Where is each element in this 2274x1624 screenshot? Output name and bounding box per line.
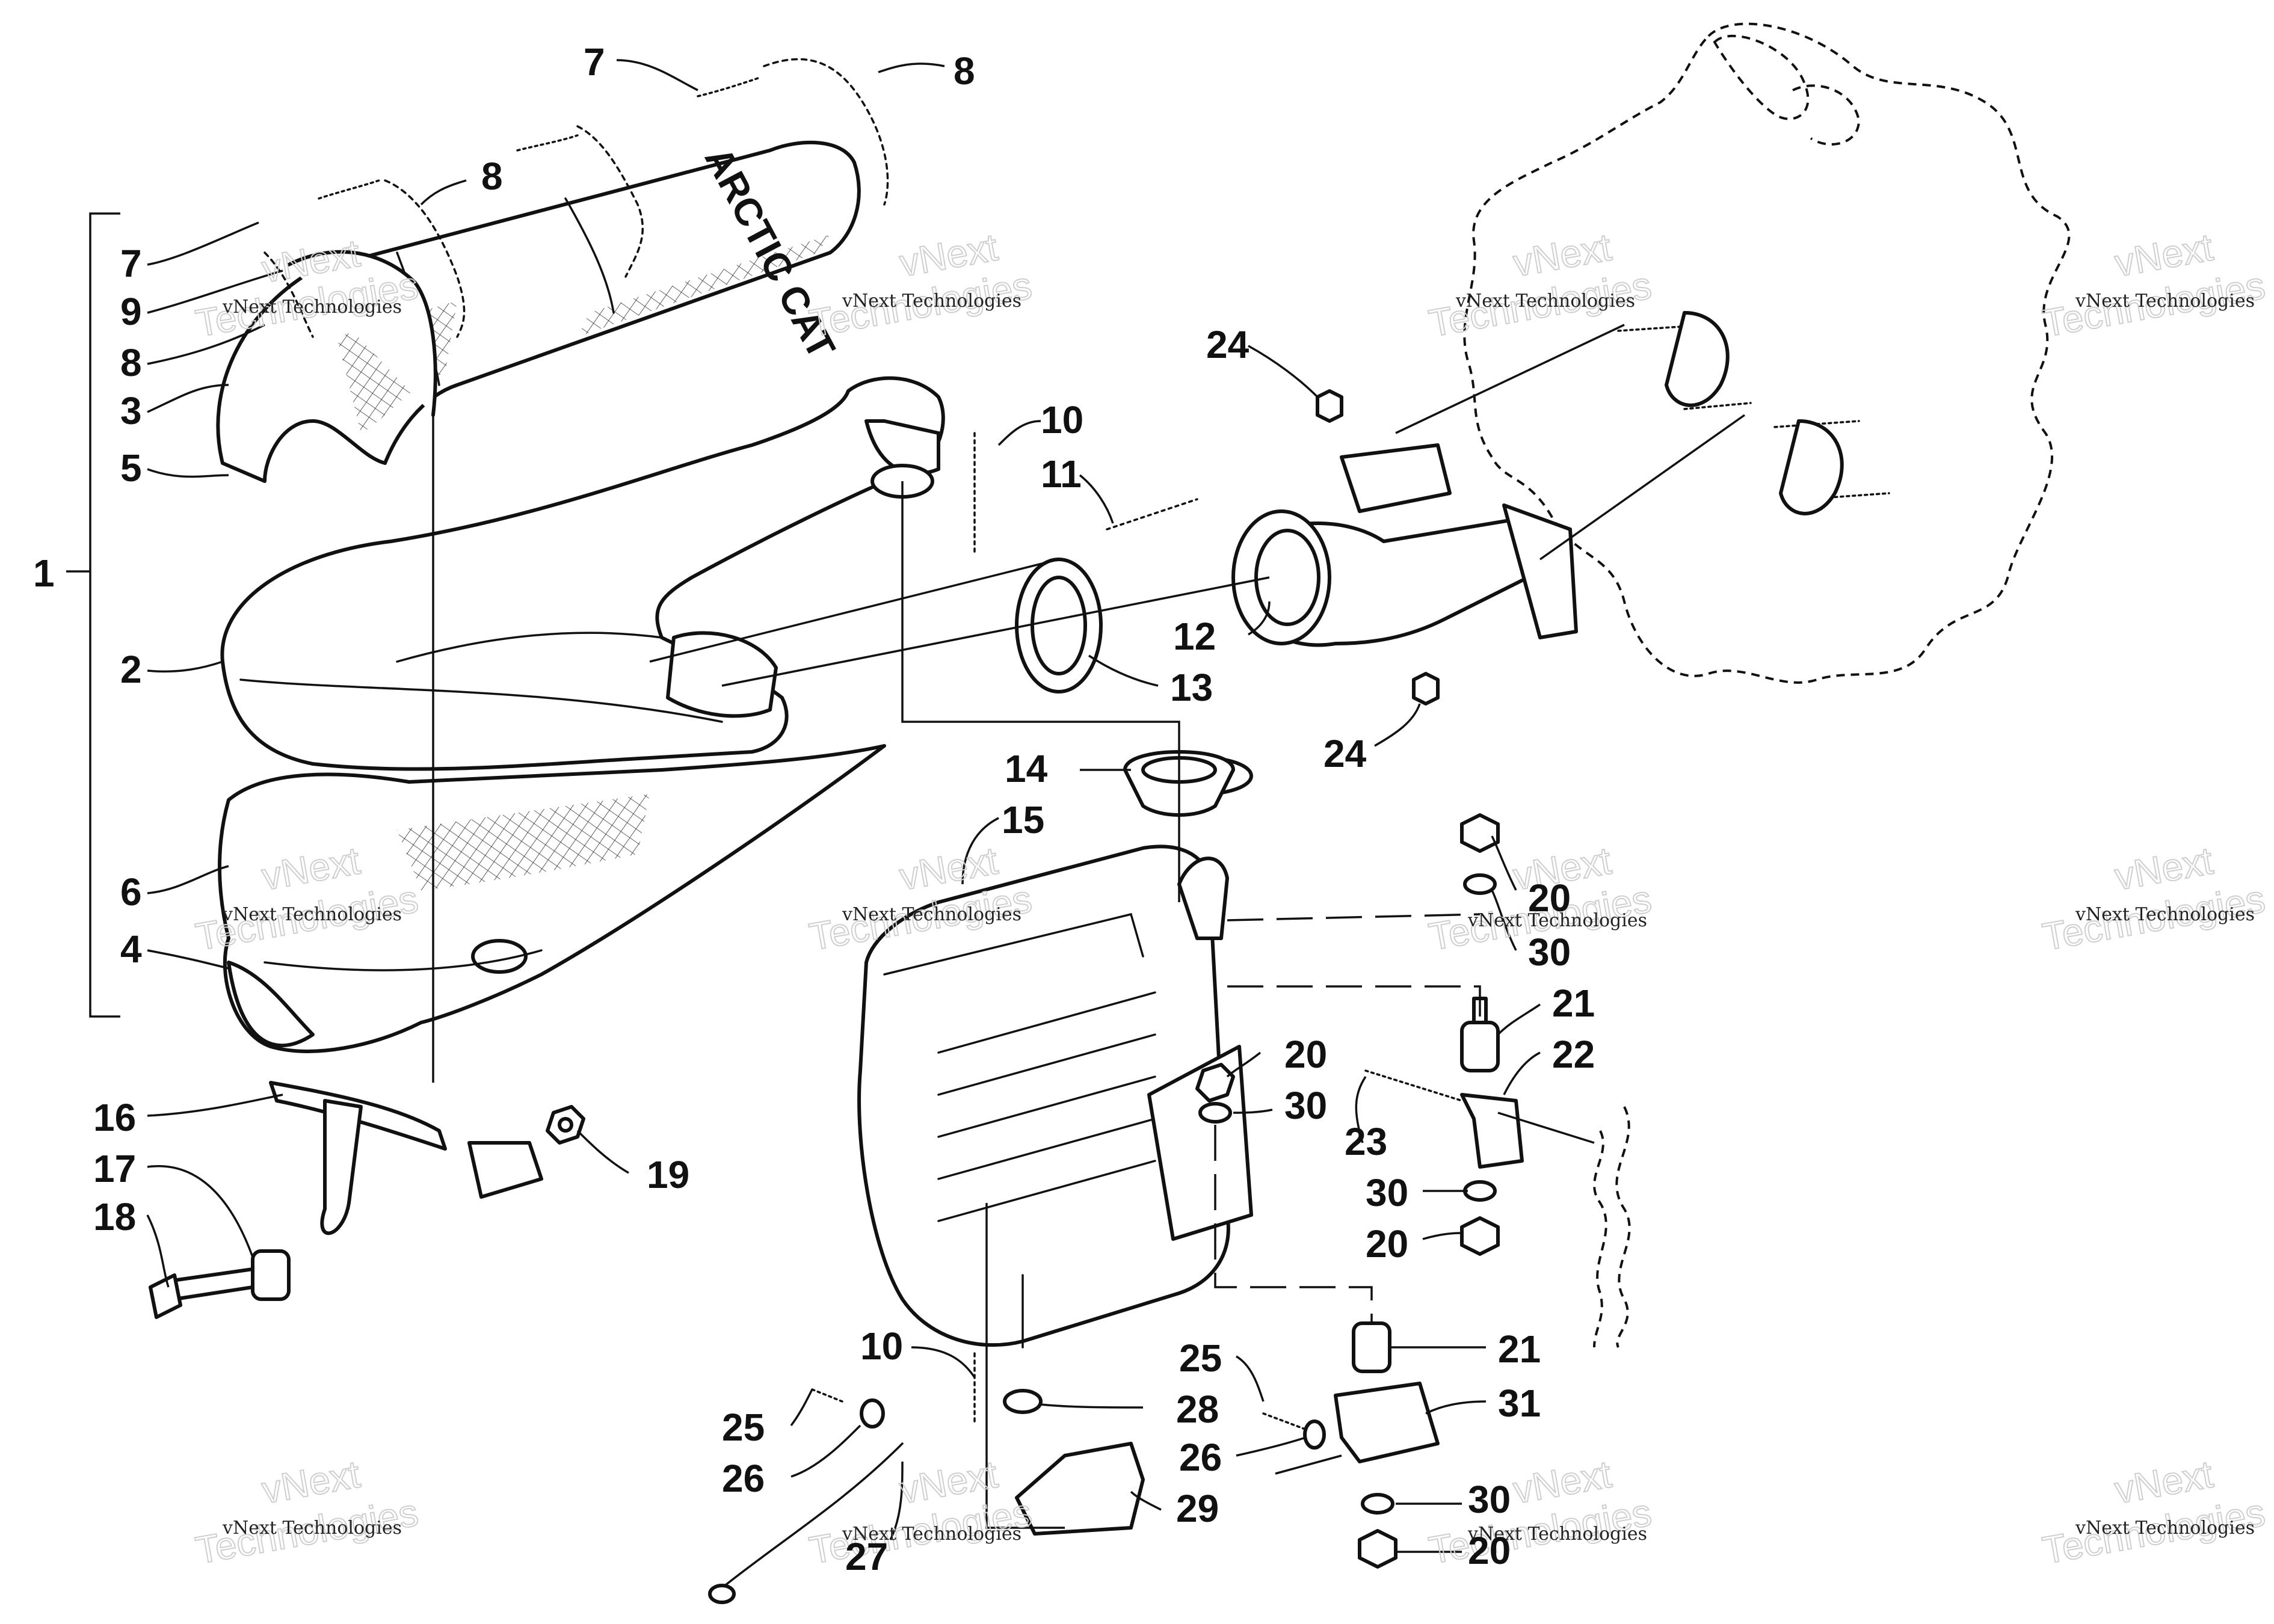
callout-24-upper: 24 (1206, 323, 1249, 366)
svg-text:vNext Technologies: vNext Technologies (1467, 1524, 1647, 1545)
callout-17: 17 (93, 1147, 136, 1190)
callout-20-c: 20 (1366, 1222, 1408, 1266)
callout-6: 6 (120, 870, 142, 914)
svg-text:vNext Technologies: vNext Technologies (222, 1518, 402, 1539)
exhaust-manifold-12 (1231, 443, 1578, 647)
callout-8-upper: 8 (954, 49, 975, 93)
svg-text:vNext Technologies: vNext Technologies (222, 297, 402, 318)
callout-18: 18 (93, 1195, 136, 1238)
manifold-studs (1617, 311, 1890, 515)
callout-9: 9 (120, 290, 142, 333)
mount-bracket-16 (269, 1081, 543, 1235)
expansion-chamber (220, 376, 945, 771)
callout-16: 16 (93, 1096, 136, 1139)
frame-phantom-outline (1593, 1106, 1631, 1348)
callout-4: 4 (120, 927, 142, 971)
callout-20-d: 20 (1468, 1529, 1511, 1572)
callout-30-c: 30 (1366, 1171, 1408, 1214)
callout-28: 28 (1176, 1388, 1219, 1431)
callout-2: 2 (120, 648, 142, 691)
callout-10-lower: 10 (860, 1324, 903, 1368)
callout-21-a: 21 (1552, 982, 1595, 1025)
callout-13: 13 (1170, 666, 1213, 709)
callout-3: 3 (120, 389, 142, 432)
callout-15: 15 (1002, 798, 1044, 841)
callout-22: 22 (1552, 1033, 1595, 1076)
callout-26-right: 26 (1179, 1436, 1222, 1479)
assembly-lines (432, 324, 1746, 1529)
callout-8-middle: 8 (481, 155, 503, 198)
callout-8-left: 8 (120, 341, 142, 384)
svg-text:vNext Technologies: vNext Technologies (842, 1524, 1021, 1545)
callout-7-left: 7 (120, 242, 142, 285)
nuts-24 (1316, 389, 1440, 706)
callout-20-b: 20 (1284, 1033, 1327, 1076)
callout-23: 23 (1345, 1120, 1387, 1163)
callout-7-upper: 7 (584, 40, 605, 84)
svg-text:vNext Technologies: vNext Technologies (2075, 291, 2255, 312)
exhaust-gasket-13 (1015, 558, 1103, 694)
callout-10-upper: 10 (1041, 398, 1083, 441)
group-bracket-1 (66, 212, 120, 1018)
svg-text:vNext Technologies: vNext Technologies (1455, 291, 1635, 312)
spring-11 (1106, 498, 1198, 531)
svg-text:vNext Technologies: vNext Technologies (2075, 1518, 2255, 1539)
callout-25-left: 25 (722, 1406, 765, 1449)
callout-27: 27 (845, 1535, 888, 1578)
lower-heat-shield (218, 744, 886, 1053)
callout-30-b: 30 (1284, 1084, 1327, 1127)
callout-31: 31 (1498, 1382, 1541, 1425)
svg-text:vNext Technologies: vNext Technologies (842, 904, 1021, 925)
callout-12: 12 (1173, 615, 1216, 658)
callout-30-d: 30 (1468, 1478, 1511, 1521)
svg-text:vNext Technologies: vNext Technologies (842, 291, 1021, 312)
mount-hardware-bottom (708, 1274, 1145, 1604)
callout-14: 14 (1005, 747, 1048, 790)
callout-25-right: 25 (1179, 1336, 1222, 1380)
callout-30-a: 30 (1528, 930, 1571, 974)
callout-1: 1 (33, 552, 55, 595)
callout-11: 11 (1041, 452, 1082, 496)
muffler-15 (857, 756, 1253, 1347)
svg-text:vNext Technologies: vNext Technologies (1467, 910, 1647, 931)
hardware-17-18-19 (149, 1105, 585, 1319)
svg-text:vNext Technologies: vNext Technologies (222, 904, 402, 925)
engine-phantom-outline (1463, 22, 2071, 684)
callout-21-b: 21 (1498, 1327, 1541, 1371)
callout-5: 5 (120, 446, 142, 490)
callout-29: 29 (1176, 1487, 1219, 1530)
callout-26-left: 26 (722, 1457, 765, 1500)
callout-24-lower: 24 (1323, 732, 1367, 775)
callout-labels: 1 2 3 4 5 6 7 7 8 8 8 9 10 10 11 12 13 1… (33, 40, 1595, 1578)
callout-19: 19 (647, 1153, 689, 1196)
callout-20-a: 20 (1528, 876, 1571, 920)
svg-text:vNext Technologies: vNext Technologies (2075, 904, 2255, 925)
springs-and-chains (263, 58, 889, 417)
callout-leaders (146, 59, 1541, 1553)
